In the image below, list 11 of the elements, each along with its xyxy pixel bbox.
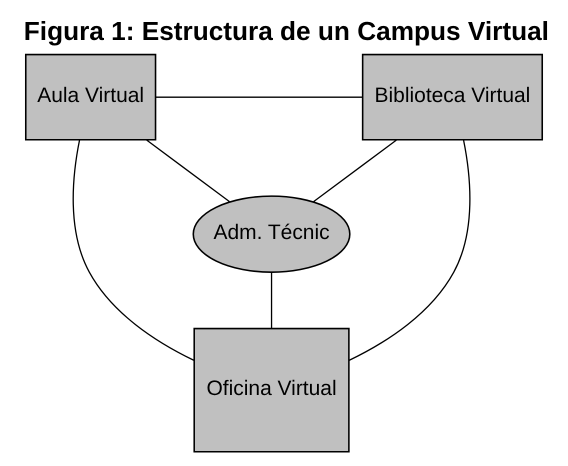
node-box: Biblioteca Virtual (362, 53, 544, 140)
connector (156, 96, 363, 98)
node-box: Oficina Virtual (193, 327, 350, 452)
connector (348, 139, 470, 360)
connector (72, 139, 194, 360)
connector (270, 272, 272, 328)
node-box: Aula Virtual (24, 53, 156, 140)
diagram-title: Figura 1: Estructura de un Campus Virtual (24, 16, 549, 46)
node-ellipse: Adm. Técnic (192, 194, 351, 272)
connector (313, 138, 398, 202)
connector (146, 138, 230, 202)
